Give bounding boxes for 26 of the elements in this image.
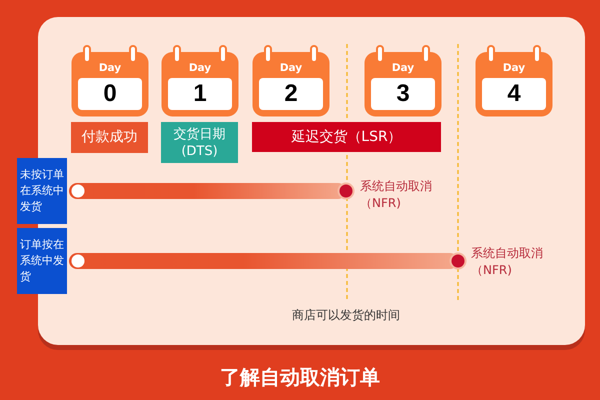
cancel-note: 系统自动取消（NFR) <box>360 178 433 212</box>
day-label: Day <box>188 61 212 76</box>
calendar <box>475 45 553 117</box>
day-number: 4 <box>506 79 522 109</box>
cancel-note: 系统自动取消（NFR) <box>471 245 544 279</box>
status-label: 付款成功 <box>71 122 148 153</box>
row-label-tag: 订单按在系统中发货 <box>17 228 67 294</box>
day-label: Day <box>98 61 122 76</box>
timeline-bar <box>68 250 467 272</box>
axis-note: 商店可以发货的时间 <box>291 307 401 324</box>
calendar <box>161 45 239 117</box>
status-label: 交货日期(DTS) <box>161 122 238 163</box>
timeline-bar <box>68 180 355 202</box>
day-number: 3 <box>395 79 411 109</box>
day-number: 2 <box>283 79 299 109</box>
day-label: Day <box>278 61 304 76</box>
day-label: Day <box>502 61 526 76</box>
calendar <box>252 45 330 117</box>
day-number: 0 <box>102 79 118 109</box>
calendar <box>71 45 149 117</box>
calendar <box>364 45 442 117</box>
row-label-tag: 未按订单在系统中发货 <box>17 158 67 224</box>
page-title: 了解自动取消订单 <box>219 364 381 391</box>
status-label: 延迟交货（LSR） <box>252 122 441 152</box>
day-label: Day <box>390 61 416 76</box>
day-number: 1 <box>192 79 208 109</box>
